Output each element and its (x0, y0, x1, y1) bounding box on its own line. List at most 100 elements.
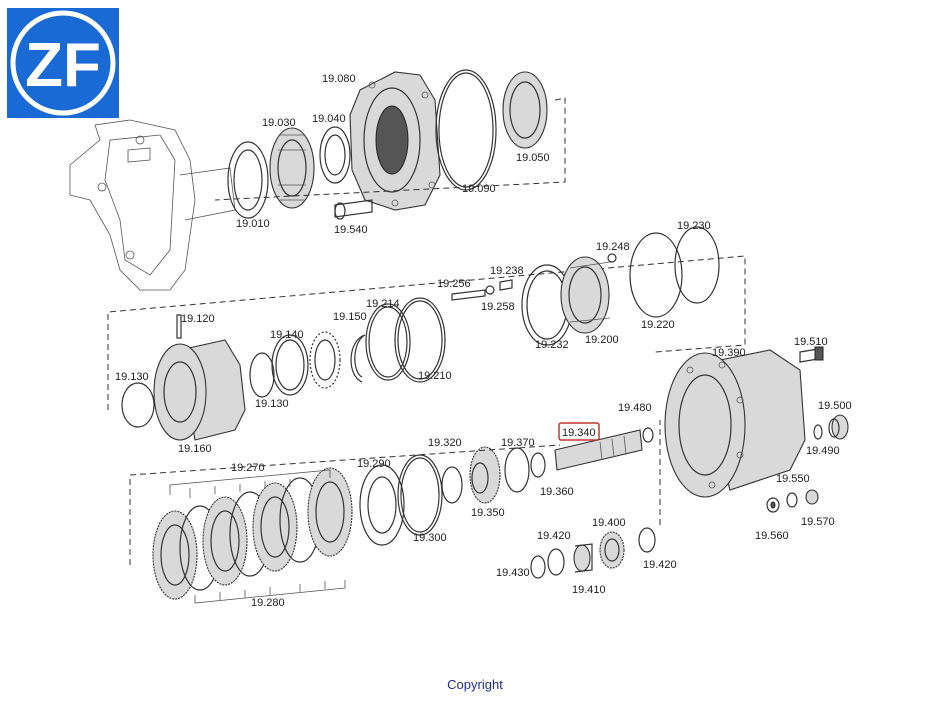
assembly-line-row1 (214, 97, 566, 201)
label-19232: 19.232 (535, 339, 569, 351)
label-19160: 19.160 (178, 443, 212, 455)
label-19480: 19.480 (618, 402, 652, 414)
label-19030: 19.030 (262, 117, 296, 129)
label-19570: 19.570 (801, 516, 835, 528)
part-19390 (664, 349, 806, 498)
part-19550 (786, 492, 798, 508)
part-planet-gear (309, 331, 341, 389)
label-19130-b: 19.130 (255, 398, 289, 410)
label-19510: 19.510 (794, 336, 828, 348)
part-19238 (499, 279, 513, 291)
label-19430: 19.430 (496, 567, 530, 579)
assembly-line-row2 (107, 255, 746, 410)
part-19540 (334, 199, 373, 220)
part-19160 (153, 339, 246, 441)
part-19050 (502, 71, 548, 149)
part-19230 (674, 226, 720, 304)
label-19238: 19.238 (490, 265, 524, 277)
assembly-line-row3 (129, 420, 661, 565)
label-19420-a: 19.420 (537, 530, 571, 542)
part-19270-19280-clutch-pack (152, 467, 353, 600)
part-19214 (365, 303, 411, 381)
part-19350 (469, 446, 501, 504)
part-19140 (271, 334, 309, 396)
zf-logo: ZF (7, 8, 119, 118)
label-19040: 19.040 (312, 113, 346, 125)
part-19490 (813, 424, 823, 440)
label-19290: 19.290 (357, 458, 391, 470)
label-19090: 19.090 (462, 183, 496, 195)
part-19510 (799, 346, 824, 363)
part-19420-a (547, 548, 565, 576)
label-19500: 19.500 (818, 400, 852, 412)
label-19550: 19.550 (776, 473, 810, 485)
label-19280: 19.280 (251, 597, 285, 609)
label-19540: 19.540 (334, 224, 368, 236)
part-19080 (349, 71, 441, 211)
label-19130-a: 19.130 (115, 371, 149, 383)
label-19050: 19.050 (516, 152, 550, 164)
label-19340: 19.340 (562, 427, 596, 439)
label-19220: 19.220 (641, 319, 675, 331)
part-19500 (828, 414, 849, 440)
logo-text: ZF (25, 31, 101, 100)
label-19120: 19.120 (181, 313, 215, 325)
label-19080: 19.080 (322, 73, 356, 85)
label-19320: 19.320 (428, 437, 462, 449)
label-19010: 19.010 (236, 218, 270, 230)
part-19340 (554, 429, 643, 471)
part-19430 (530, 555, 546, 579)
label-19256: 19.256 (437, 278, 471, 290)
part-labels: 19.080 19.030 19.040 19.010 19.540 19.09… (115, 73, 852, 609)
part-19420-b (638, 527, 656, 553)
part-19150 (350, 334, 366, 383)
label-19230: 19.230 (677, 220, 711, 232)
part-19010 (227, 141, 269, 219)
part-19210 (394, 297, 446, 383)
label-19200: 19.200 (585, 334, 619, 346)
label-19370: 19.370 (501, 437, 535, 449)
part-19400 (599, 531, 625, 569)
part-19560 (766, 497, 780, 513)
label-19350: 19.350 (471, 507, 505, 519)
label-19560: 19.560 (755, 530, 789, 542)
part-19120 (176, 314, 182, 339)
part-19300 (397, 454, 443, 536)
label-19400: 19.400 (592, 517, 626, 529)
part-19570 (805, 489, 819, 505)
clutch-bracket-lines (169, 469, 346, 604)
label-19150: 19.150 (333, 311, 367, 323)
part-19090 (435, 69, 497, 191)
part-19256 (451, 289, 486, 301)
axle-housing (69, 119, 236, 291)
part-19200 (560, 256, 611, 334)
label-19258: 19.258 (481, 301, 515, 313)
copyright-link[interactable]: Copyright (447, 677, 503, 692)
label-19248: 19.248 (596, 241, 630, 253)
part-19220 (629, 232, 683, 318)
label-19360: 19.360 (540, 486, 574, 498)
label-19300: 19.300 (413, 532, 447, 544)
highlight-box-19340 (558, 422, 600, 441)
part-19410 (573, 543, 593, 573)
part-19480 (642, 427, 654, 443)
label-19210: 19.210 (418, 370, 452, 382)
part-19040 (319, 126, 351, 184)
part-19258 (485, 285, 495, 295)
label-19140: 19.140 (270, 329, 304, 341)
part-19130-b (249, 352, 275, 398)
part-19370 (504, 447, 530, 493)
part-19030 (269, 127, 315, 209)
part-19248 (607, 253, 617, 263)
label-19410: 19.410 (572, 584, 606, 596)
part-19360 (530, 452, 546, 478)
label-19390: 19.390 (712, 347, 746, 359)
part-19130-a (121, 382, 155, 428)
part-19290 (359, 464, 405, 546)
label-19420-b: 19.420 (643, 559, 677, 571)
label-19214: 19.214 (366, 298, 400, 310)
part-19320 (441, 466, 463, 504)
label-19490: 19.490 (806, 445, 840, 457)
label-19270: 19.270 (231, 462, 265, 474)
